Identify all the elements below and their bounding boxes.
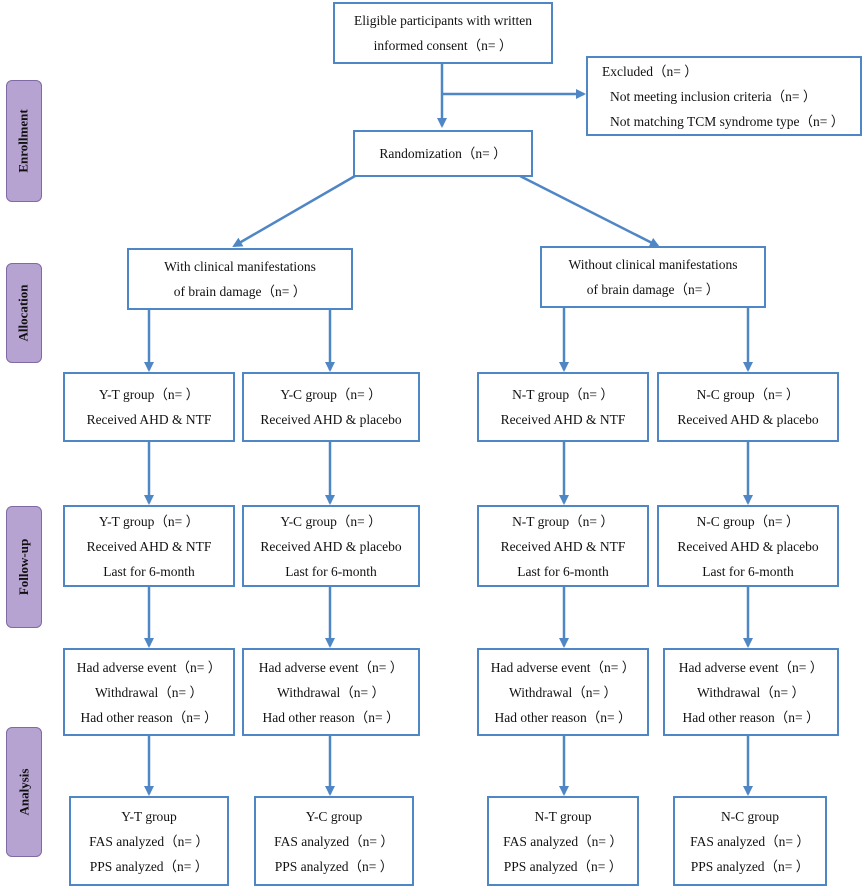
without-brain-damage-box: Without clinical manifestations of brain… (540, 246, 766, 308)
nc-analysis-box: N-C group FAS analyzed（n= ） PPS analyzed… (673, 796, 827, 886)
stage-analysis: Analysis (6, 727, 42, 857)
arrow-to-without-brain (519, 174, 660, 248)
nt-analysis-box: N-T group FAS analyzed（n= ） PPS analyzed… (487, 796, 639, 886)
excluded-line: Not matching TCM syndrome type（n= ） (610, 113, 845, 129)
nc-dropouts-box: Had adverse event（n= ） Withdrawal（n= ） H… (663, 648, 839, 736)
nt-dropouts-box: Had adverse event（n= ） Withdrawal（n= ） H… (477, 648, 649, 736)
with-brain-damage-box: With clinical manifestations of brain da… (127, 248, 353, 310)
eligible-line: informed consent（n= ） (373, 38, 513, 53)
yc-analysis-box: Y-C group FAS analyzed（n= ） PPS analyzed… (254, 796, 414, 886)
arrow-to-with-brain (232, 174, 356, 248)
nc-followup-box: N-C group（n= ） Received AHD & placebo La… (657, 505, 839, 587)
stage-enrollment: Enrollment (6, 80, 42, 202)
excluded-line: Excluded（n= ） (602, 63, 698, 79)
nt-followup-box: N-T group（n= ） Received AHD & NTF Last f… (477, 505, 649, 587)
yc-dropouts-box: Had adverse event（n= ） Withdrawal（n= ） H… (242, 648, 420, 736)
eligible-box: Eligible participants with written infor… (333, 2, 553, 64)
nt-group-box: N-T group（n= ） Received AHD & NTF (477, 372, 649, 442)
randomization-label: Randomization（n= ） (379, 146, 507, 161)
excluded-line: Not meeting inclusion criteria（n= ） (610, 88, 817, 104)
excluded-box: Excluded（n= ） Not meeting inclusion crit… (586, 56, 862, 136)
yc-group-box: Y-C group（n= ） Received AHD & placebo (242, 372, 420, 442)
nc-group-box: N-C group（n= ） Received AHD & placebo (657, 372, 839, 442)
eligible-line: Eligible participants with written (353, 13, 533, 28)
yt-followup-box: Y-T group（n= ） Received AHD & NTF Last f… (63, 505, 235, 587)
yc-followup-box: Y-C group（n= ） Received AHD & placebo La… (242, 505, 420, 587)
yt-analysis-box: Y-T group FAS analyzed（n= ） PPS analyzed… (69, 796, 229, 886)
stage-allocation: Allocation (6, 263, 42, 363)
randomization-box: Randomization（n= ） (353, 130, 533, 177)
yt-group-box: Y-T group（n= ） Received AHD & NTF (63, 372, 235, 442)
yt-dropouts-box: Had adverse event（n= ） Withdrawal（n= ） H… (63, 648, 235, 736)
stage-followup: Follow-up (6, 506, 42, 628)
